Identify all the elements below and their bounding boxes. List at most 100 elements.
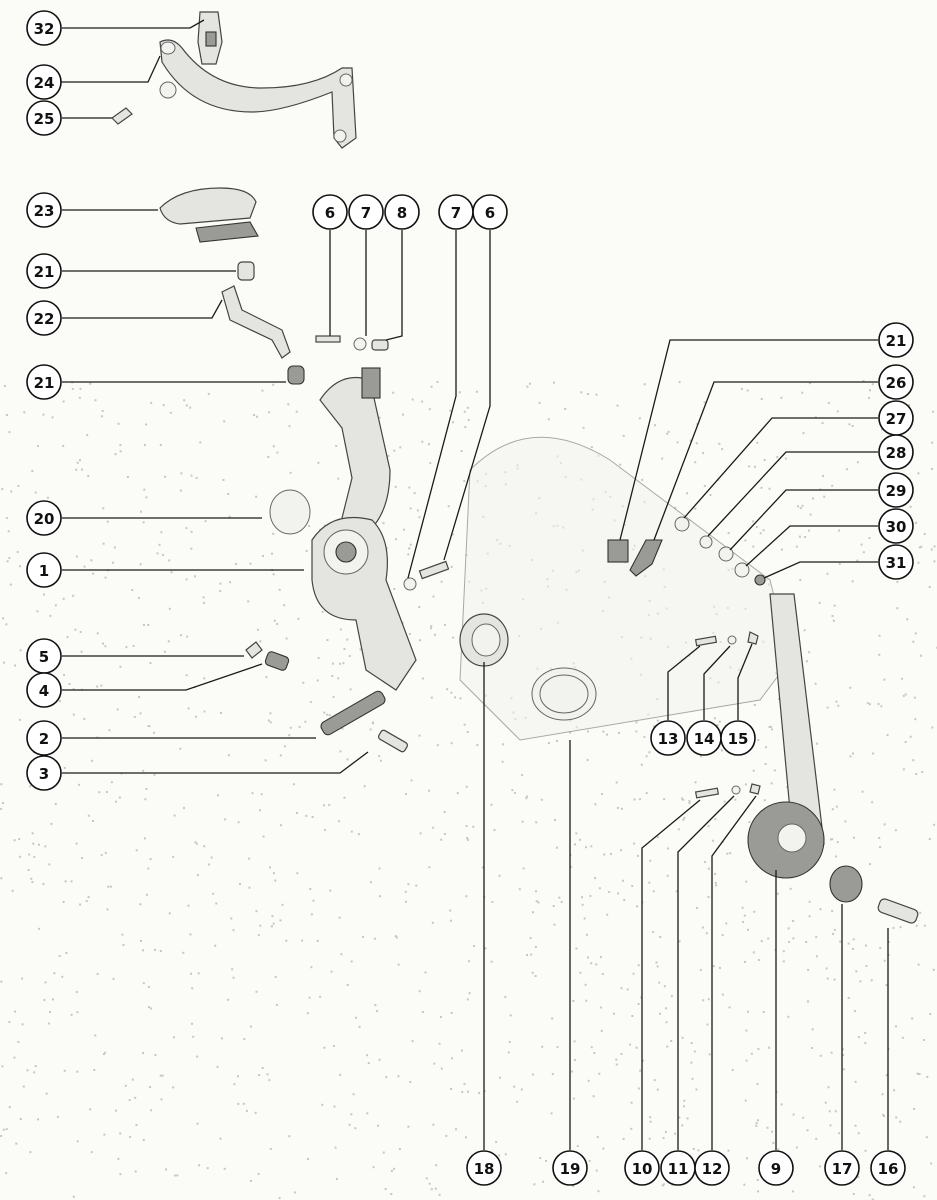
speckle-dot: [89, 382, 92, 385]
part-mounting-plate: [459, 436, 791, 741]
speckle-dot: [308, 525, 311, 528]
speckle-dot: [836, 841, 839, 844]
speckle-dot: [848, 423, 851, 426]
speckle-dot: [433, 1062, 436, 1065]
speckle-dot: [421, 400, 424, 403]
speckle-dot: [881, 1093, 884, 1096]
speckle-dot: [190, 972, 192, 975]
speckle-dot: [639, 1069, 642, 1072]
speckle-dot: [363, 785, 366, 788]
speckle-dot: [11, 889, 14, 892]
speckle-dot: [683, 1099, 686, 1102]
callout-number: 28: [886, 444, 907, 462]
speckle-dot: [312, 899, 315, 902]
speckle-dot: [62, 597, 65, 600]
speckle-dot: [778, 698, 780, 700]
speckle-dot: [149, 1086, 152, 1088]
callout-circle: [384, 194, 420, 230]
speckle-dot: [645, 792, 648, 795]
speckle-dot: [326, 713, 329, 716]
speckle-dot: [409, 507, 412, 510]
callout-5: 5: [26, 638, 62, 674]
speckle-dot: [172, 1086, 175, 1089]
speckle-dot: [818, 601, 821, 604]
speckle-dot: [853, 1010, 856, 1013]
speckle-dot: [720, 749, 723, 752]
speckle-dot: [75, 555, 78, 558]
speckle-dot: [0, 807, 3, 810]
speckle-dot: [266, 1073, 269, 1076]
speckle-dot: [254, 1111, 257, 1114]
speckle-dot: [72, 594, 75, 597]
speckle-dot: [745, 1029, 748, 1032]
speckle-dot: [168, 607, 171, 610]
speckle-dot: [504, 995, 507, 998]
speckle-dot: [343, 796, 346, 799]
speckle-dot: [833, 978, 836, 981]
speckle-dot: [283, 745, 286, 748]
speckle-dot: [278, 1197, 281, 1200]
callout-number: 19: [560, 1160, 581, 1178]
speckle-dot: [194, 715, 197, 718]
speckle-dot: [676, 441, 679, 444]
speckle-dot: [572, 1000, 575, 1002]
speckle-dot: [0, 1135, 3, 1137]
callout-circle: [552, 1150, 588, 1186]
speckle-dot: [281, 903, 284, 906]
speckle-dot: [269, 1148, 272, 1150]
speckle-dot: [399, 446, 402, 449]
speckle-dot: [100, 415, 103, 418]
speckle-dot: [740, 387, 743, 390]
speckle-dot: [154, 1054, 157, 1056]
speckle-dot: [686, 1117, 689, 1120]
speckle-dot: [520, 1088, 523, 1091]
speckle-dot: [626, 988, 629, 991]
speckle-dot: [746, 1157, 748, 1160]
speckle-dot: [709, 494, 712, 496]
speckle-dot: [70, 1013, 73, 1016]
speckle-dot: [425, 1177, 428, 1180]
speckle-dot: [421, 440, 424, 443]
speckle-dot: [192, 1035, 195, 1038]
speckle-dot: [642, 1059, 644, 1062]
speckle-dot: [227, 754, 230, 757]
speckle-dot: [836, 410, 839, 413]
speckle-dot: [631, 884, 634, 887]
speckle-dot: [801, 391, 804, 394]
speckle-dot: [187, 707, 190, 710]
speckle-dot: [703, 861, 706, 864]
speckle-dot: [110, 781, 113, 784]
speckle-dot: [762, 1010, 765, 1013]
callout-circle: [26, 300, 62, 336]
speckle-dot: [831, 484, 834, 487]
speckle-dot: [142, 982, 145, 985]
callout-number: 9: [771, 1160, 781, 1178]
speckle-dot: [255, 495, 258, 498]
speckle-dot: [339, 750, 342, 753]
speckle-dot: [267, 719, 270, 722]
speckle-dot: [760, 940, 763, 943]
speckle-dot: [613, 1012, 615, 1015]
speckle-dot: [378, 755, 381, 758]
speckle-dot: [593, 1052, 596, 1054]
speckle-dot: [259, 924, 262, 927]
speckle-dot: [692, 1148, 695, 1150]
speckle-dot: [699, 755, 702, 758]
speckle-dot: [278, 588, 281, 591]
speckle-dot: [828, 1110, 831, 1113]
speckle-dot: [872, 752, 875, 755]
speckle-dot: [134, 1096, 137, 1099]
speckle-dot: [878, 653, 881, 656]
speckle-dot: [744, 1099, 747, 1102]
speckle-dot: [424, 971, 427, 974]
speckle-dot: [620, 807, 623, 810]
speckle-dot: [203, 710, 206, 713]
speckle-dot: [222, 478, 225, 481]
part-1-housing: [311, 516, 417, 691]
speckle-dot: [418, 516, 421, 519]
callout-9: 9: [758, 1150, 794, 1186]
speckle-dot: [359, 648, 362, 651]
speckle-dot: [618, 731, 620, 734]
speckle-dot: [585, 846, 587, 849]
speckle-dot: [265, 676, 268, 679]
